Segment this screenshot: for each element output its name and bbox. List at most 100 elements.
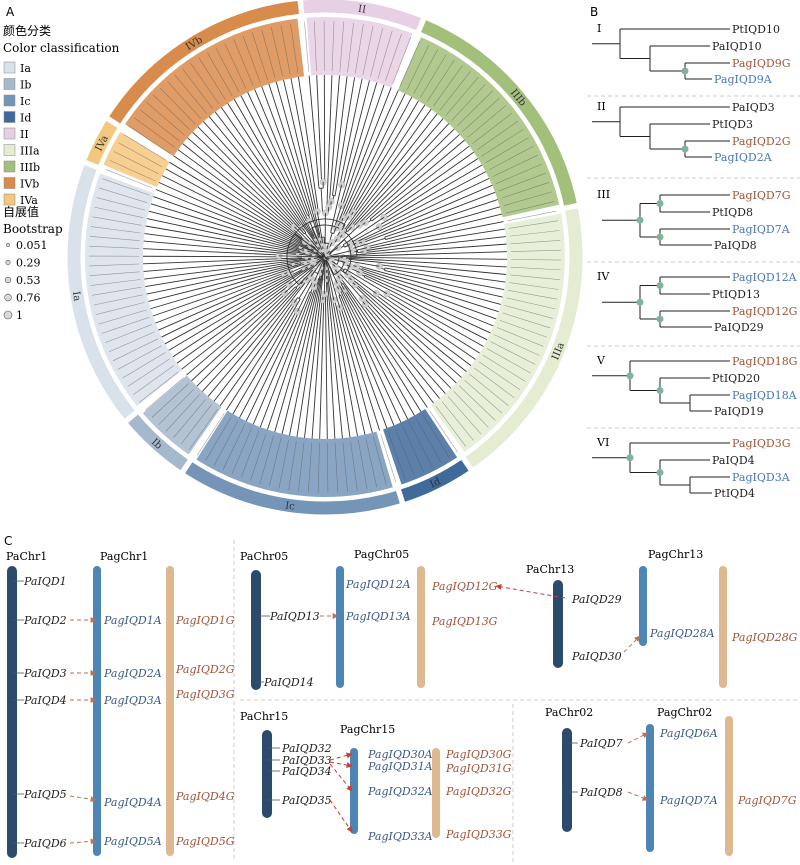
- chromosome-pagchr02-g: [725, 716, 733, 856]
- leaf-label-mark: [506, 297, 556, 310]
- leaf-label-mark: [429, 410, 458, 453]
- tree-branch: [340, 108, 432, 235]
- tree-branch: [158, 182, 322, 256]
- leaf-label-mark: [123, 133, 167, 161]
- tree-branch: [315, 255, 322, 257]
- tree-branch: [203, 121, 305, 235]
- tree-branch: [274, 278, 320, 433]
- gene-label: PagIQD4A: [103, 796, 162, 809]
- gene-label: PagIQD6A: [659, 727, 718, 740]
- tree-branch: [343, 289, 415, 416]
- tree-branch: [333, 227, 337, 234]
- gene-label: PaIQD4: [23, 694, 67, 707]
- gene-label: PagIQD32A: [367, 785, 433, 798]
- gene-label: PaIQD30: [571, 650, 622, 663]
- taxon-label: PaIQD8: [714, 239, 757, 252]
- tree-branch: [344, 268, 388, 295]
- leaf-label-mark: [385, 33, 402, 82]
- tree-branch: [153, 196, 302, 250]
- leaf-label-mark: [451, 83, 486, 121]
- tree-branch: [219, 301, 294, 407]
- gene-label: PaIQD5: [23, 788, 67, 801]
- taxon-label: PtIQD20: [712, 372, 760, 385]
- tree-branch: [342, 216, 385, 246]
- tree-branch: [348, 273, 377, 294]
- bootstrap-value: 0.051: [16, 239, 48, 252]
- leaf-label-mark: [490, 341, 536, 365]
- tree-branch: [290, 261, 314, 274]
- leaf-label-mark: [508, 220, 559, 229]
- leaf-label-mark: [101, 317, 150, 334]
- leaf-label-mark: [92, 216, 142, 226]
- chromosome-name: PagChr13: [648, 548, 703, 561]
- synteny-arrow: [329, 761, 353, 768]
- tree-branch: [162, 175, 317, 253]
- legend-swatch-iiib: [3, 160, 16, 173]
- tree-arc: [309, 291, 312, 293]
- tree-branch: [356, 265, 501, 305]
- tree-branch: [351, 123, 450, 228]
- tree-branch: [342, 80, 370, 186]
- leaf-label-mark: [478, 361, 521, 391]
- tree-branch: [363, 276, 488, 341]
- leaf-label-mark: [196, 413, 225, 456]
- gene-label: PaIQD34: [281, 765, 332, 778]
- tree-branch: [369, 139, 465, 220]
- tree-branch: [289, 272, 323, 436]
- bootstrap-node: [294, 308, 301, 315]
- gene-label: PagIQD4G: [175, 790, 235, 803]
- leaf-label-mark: [242, 35, 261, 83]
- leaf-label-mark: [224, 43, 247, 89]
- leaf-label-mark: [158, 388, 195, 425]
- gene-label: PagIQD5A: [103, 835, 162, 848]
- tree-branch: [213, 280, 308, 402]
- tree-branch: [155, 272, 285, 324]
- synteny-arrow: [623, 635, 641, 653]
- tree-branch: [345, 113, 438, 231]
- tree-arc: [330, 232, 334, 234]
- leaf-label-mark: [304, 21, 310, 72]
- gene-label: PaIQD35: [281, 794, 332, 807]
- leaf-label-mark: [503, 191, 552, 206]
- tree-branch: [344, 289, 422, 412]
- leaf-label-mark: [510, 259, 561, 261]
- tree-branch: [366, 213, 502, 248]
- legend-swatch-ic: [3, 94, 16, 107]
- leaf-label-mark: [89, 271, 140, 277]
- leaf-label-mark: [259, 435, 274, 484]
- support-node: [656, 387, 664, 394]
- bootstrap-circle: [5, 259, 11, 265]
- gene-label: PagIQD3A: [103, 694, 162, 707]
- tree-branch: [155, 189, 302, 249]
- leaf-label-mark: [342, 442, 348, 492]
- tree-branch: [384, 158, 479, 219]
- leaf-label-mark: [122, 352, 166, 379]
- leaf-label-mark: [113, 151, 159, 175]
- tree-branch: [208, 116, 302, 229]
- clade-ring-ib: [126, 413, 190, 472]
- leaf-label-mark: [493, 334, 540, 356]
- taxon-label: PaIQD4: [712, 454, 755, 467]
- tree-branch: [339, 82, 378, 206]
- tree-branch: [350, 118, 444, 227]
- tree-branch: [176, 282, 289, 364]
- bootstrap-value: 0.53: [16, 274, 41, 287]
- tree-arc: [307, 214, 310, 216]
- leaf-label-mark: [118, 142, 163, 168]
- clade-ring-iiib: [419, 18, 578, 207]
- tree-branch: [298, 277, 313, 299]
- tree-branch: [328, 242, 333, 249]
- tree-branch: [296, 266, 324, 437]
- leaf-label-mark: [509, 230, 560, 237]
- leaf-label-mark: [213, 421, 238, 466]
- leaf-label-mark: [365, 438, 378, 488]
- tree-branch: [330, 184, 343, 233]
- tree-branch: [329, 75, 340, 202]
- tree-branch: [348, 258, 507, 275]
- leaf-label-mark: [464, 379, 503, 414]
- tree-branch: [283, 79, 321, 235]
- leaf-label-mark: [334, 442, 339, 493]
- leaf-label-mark: [138, 371, 179, 403]
